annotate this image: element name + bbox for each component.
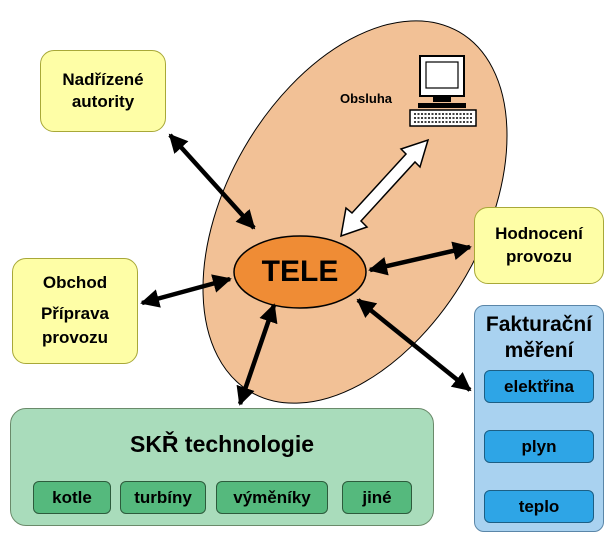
billing-item-teplo: teplo bbox=[484, 490, 594, 523]
authorities-line-1: Nadřízené bbox=[62, 69, 144, 89]
computer-icon bbox=[409, 55, 477, 127]
arrow-technology bbox=[236, 303, 278, 406]
billing-panel: Fakturační měření elektřina plyn teplo bbox=[474, 305, 604, 532]
commerce-box: Obchod Příprava provozu bbox=[12, 258, 138, 364]
technology-panel: SKŘ technologie kotle turbíny výměníky j… bbox=[10, 408, 434, 526]
billing-item-plyn: plyn bbox=[484, 430, 594, 463]
billing-item-elektrina: elektřina bbox=[484, 370, 594, 403]
commerce-line-3: provozu bbox=[41, 328, 109, 348]
billing-title-line-1: Fakturační bbox=[485, 313, 593, 336]
evaluation-box: Hodnocení provozu bbox=[474, 207, 604, 284]
evaluation-line-1: Hodnocení bbox=[495, 224, 583, 244]
operator-arrow bbox=[340, 138, 430, 238]
evaluation-line-2: provozu bbox=[505, 246, 573, 266]
billing-panel-title: Fakturační měření bbox=[475, 312, 603, 365]
technology-panel-title: SKŘ technologie bbox=[129, 431, 314, 457]
operator-label: Obsluha bbox=[340, 91, 393, 106]
billing-title-line-2: měření bbox=[504, 339, 574, 363]
arrow-authorities bbox=[168, 133, 256, 230]
arrow-billing bbox=[356, 298, 472, 392]
commerce-line-1: Obchod bbox=[42, 273, 108, 293]
technology-item-vymeniky: výměníky bbox=[216, 481, 328, 514]
arrow-evaluation bbox=[368, 241, 472, 276]
tele-ellipse bbox=[233, 235, 367, 309]
technology-item-kotle: kotle bbox=[33, 481, 111, 514]
authorities-line-2: autority bbox=[71, 92, 135, 111]
authorities-box: Nadřízené autority bbox=[40, 50, 166, 132]
technology-item-turbiny: turbíny bbox=[120, 481, 206, 514]
technology-item-jine: jiné bbox=[342, 481, 412, 514]
arrow-commerce bbox=[140, 274, 232, 308]
center-label: TELE bbox=[261, 255, 339, 288]
commerce-line-2: Příprava bbox=[40, 303, 110, 323]
